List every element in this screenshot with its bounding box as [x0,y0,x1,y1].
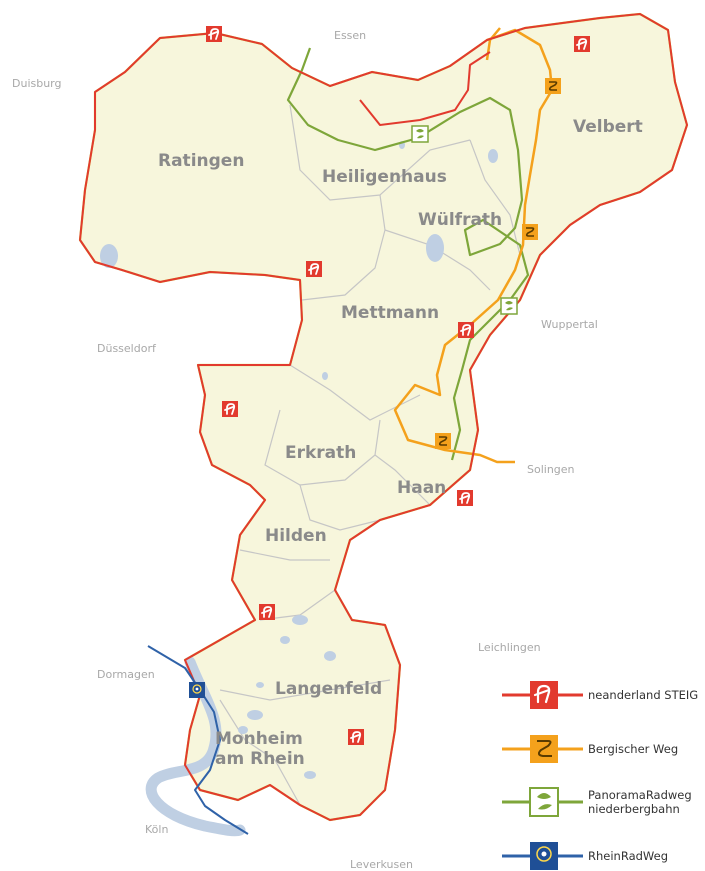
rhein-radweg-route [147,645,249,835]
bergischer-weg-icon [434,432,452,450]
legend-label-rhein: RheinRadWeg [588,849,668,863]
legend: neanderland STEIG Bergischer Weg Panoram… [502,681,698,870]
city-label-langenfeld: Langenfeld [275,679,382,699]
neighbor-label-dormagen: Dormagen [97,668,155,681]
city-label-velbert: Velbert [573,117,643,137]
panorama-radweg-icon [500,297,518,315]
neanderland-steig-icon [205,25,223,43]
city-label-mettmann: Mettmann [341,303,439,323]
bergischer-weg-icon [521,223,539,241]
legend-label-bergisch: Bergischer Weg [588,742,678,756]
neanderland-steig-icon [573,35,591,53]
neanderland-steig-icon [305,260,323,278]
city-label-wuelfrath: Wülfrath [418,210,502,230]
panorama-radweg-icon [529,787,559,817]
city-label-erkrath: Erkrath [285,443,356,463]
neighbor-label-essen: Essen [334,29,366,42]
neighbor-label-leichlingen: Leichlingen [478,641,541,654]
neanderland-steig-route [79,13,688,821]
neighbor-label-solingen: Solingen [527,463,575,476]
bergischer-weg-icon [544,77,562,95]
neighbor-labels: Essen Duisburg Düsseldorf Wuppertal Soli… [12,29,598,871]
neanderland-steig-icon [258,603,276,621]
city-label-monheim: Monheim am Rhein [215,729,309,769]
neighbor-label-leverkusen: Leverkusen [350,858,413,871]
city-label-hilden: Hilden [265,526,327,546]
neanderland-steig-icon [221,400,239,418]
neanderland-steig-icon [347,728,365,746]
neanderland-steig-icon [456,489,474,507]
rhein-radweg-icon [188,681,206,699]
neighbor-label-koeln: Köln [145,823,168,836]
neanderland-steig-icon [457,321,475,339]
legend-label-panorama: PanoramaRadweg niederbergbahn [588,788,695,816]
neighbor-label-duisburg: Duisburg [12,77,62,90]
legend-label-steig: neanderland STEIG [588,688,698,702]
legend-item-panorama: PanoramaRadweg niederbergbahn [502,787,695,817]
panorama-radweg-icon [411,125,429,143]
legend-item-rhein: RheinRadWeg [502,842,668,870]
rhine-river [145,656,246,837]
neighbor-label-duesseldorf: Düsseldorf [97,342,157,355]
city-label-ratingen: Ratingen [158,151,244,171]
legend-item-bergisch: Bergischer Weg [502,735,678,763]
city-label-haan: Haan [397,478,446,498]
legend-item-steig: neanderland STEIG [502,681,698,709]
neighbor-label-wuppertal: Wuppertal [541,318,598,331]
city-label-heiligenhaus: Heiligenhaus [322,167,447,187]
city-labels: Ratingen Heiligenhaus Velbert Wülfrath M… [158,117,643,769]
water-bodies [100,141,498,779]
